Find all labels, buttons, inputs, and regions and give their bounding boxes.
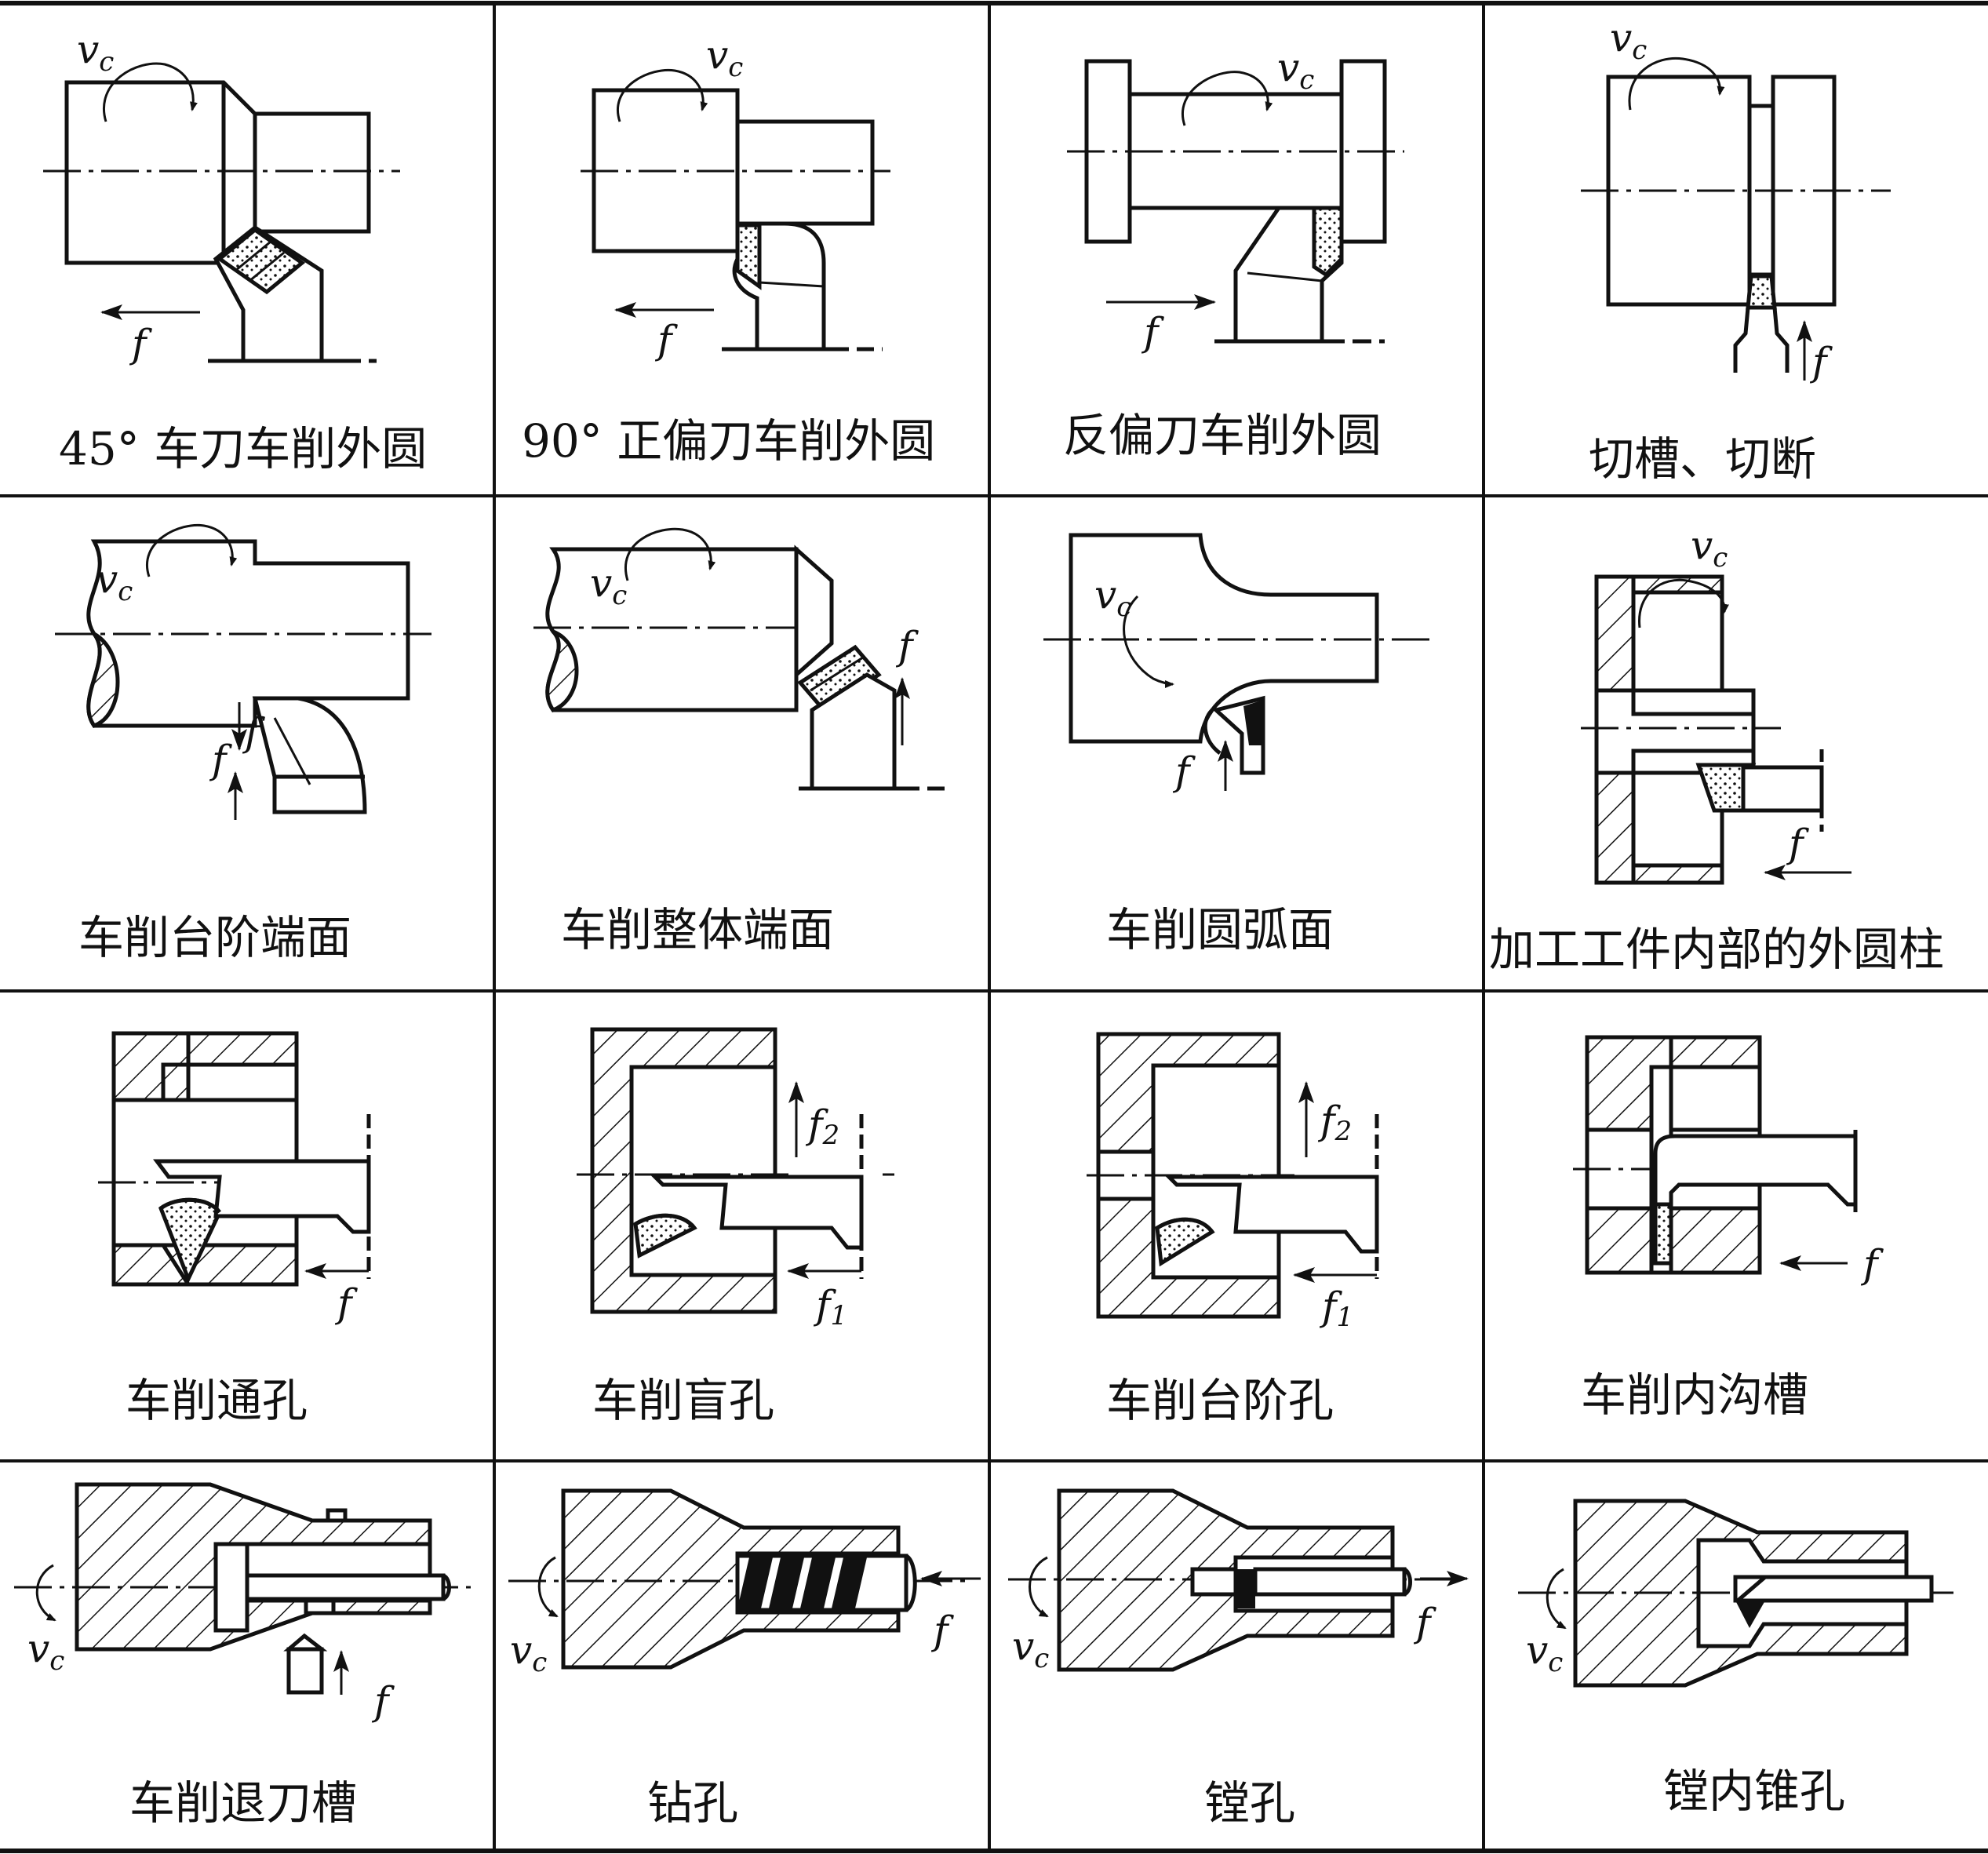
vc-label: vc xyxy=(706,32,743,83)
rotation-arrow-icon xyxy=(103,62,198,122)
rotation-arrow-icon xyxy=(624,527,716,581)
cutting-tool xyxy=(1214,206,1385,344)
vc-label: vc xyxy=(510,1627,547,1678)
caption: 镗内锥孔 xyxy=(1663,1765,1845,1818)
workpiece xyxy=(1067,59,1404,244)
cutting-tool xyxy=(252,696,367,814)
rotation-arrow-icon xyxy=(1182,71,1273,126)
boring-bar xyxy=(213,1542,451,1633)
cell-grooving-parting: vc f 切槽、切断 xyxy=(1581,15,1891,486)
feed-label: f xyxy=(1413,1600,1436,1645)
caption: 反偏刀车削外圆 xyxy=(1063,409,1382,462)
cell-through-hole-turning: f 车削通孔 xyxy=(98,1031,371,1427)
vc-label: vc xyxy=(96,556,133,607)
rotation-arrow-icon xyxy=(1123,595,1174,688)
f2-label: f2 xyxy=(805,1102,839,1151)
workpiece xyxy=(1581,75,1891,307)
feed-label: f xyxy=(1141,309,1164,355)
feed-label: f xyxy=(1786,821,1809,866)
cell-whole-end-face-turning: vc f 车削整体端面 xyxy=(533,527,949,956)
cell-90-tool-external-turning: vc f 90° 正偏刀车削外圆 xyxy=(522,32,935,468)
workpiece xyxy=(43,80,400,265)
caption: 车削台阶端面 xyxy=(78,911,351,964)
cell-45-tool-external-turning: vc f 45° 车刀车削外圆 xyxy=(43,27,427,475)
feed-label: f xyxy=(334,1280,358,1326)
rotation-arrow-icon xyxy=(1546,1568,1567,1630)
rotation-arrow-icon xyxy=(617,68,708,122)
drill-bit xyxy=(735,1553,917,1612)
vc-label: vc xyxy=(1094,572,1131,623)
caption: 车削通孔 xyxy=(126,1374,308,1427)
cutting-tool xyxy=(794,545,949,791)
boring-tool xyxy=(633,1114,894,1279)
grooving-tool xyxy=(1653,1130,1858,1266)
rotation-arrow-icon xyxy=(1029,1556,1049,1618)
cell-drilling: vc f 钻孔 xyxy=(508,1488,981,1830)
cell-internal-taper-boring: vc 镗内锥孔 xyxy=(1518,1499,1953,1818)
boring-bar xyxy=(1733,1575,1934,1628)
feed-label: f xyxy=(895,623,919,668)
feed-label: f xyxy=(930,1608,954,1653)
cutting-tool xyxy=(1695,749,1824,832)
caption: 车削台阶孔 xyxy=(1106,1374,1334,1427)
vc-label: vc xyxy=(27,1626,64,1677)
caption: 加工工件内部的外圆柱 xyxy=(1489,923,1944,976)
workpiece xyxy=(533,547,824,713)
cutting-tool xyxy=(722,221,883,351)
rotation-arrow-icon xyxy=(537,1556,559,1618)
boring-tool xyxy=(153,1114,371,1284)
feed-label-left: f xyxy=(209,737,232,782)
caption: 45° 车刀车削外圆 xyxy=(59,422,427,475)
vc-label: vc xyxy=(1012,1623,1049,1674)
workpiece xyxy=(1581,574,1781,885)
cell-step-face-turning: vc f f 车削台阶端面 xyxy=(55,523,431,964)
vc-label: vc xyxy=(1277,45,1314,96)
rotation-arrow-icon xyxy=(35,1564,56,1622)
caption: 切槽、切断 xyxy=(1589,432,1816,486)
cell-internal-outer-cylinder: vc f 加工工件内部的外圆柱 xyxy=(1489,523,1944,976)
rotation-arrow-icon xyxy=(146,523,238,577)
cell-blind-hole-turning: f2 f1 车削盲孔 xyxy=(577,1027,894,1427)
boring-tool xyxy=(1155,1114,1379,1279)
feed-label: f xyxy=(129,321,152,366)
cutting-tool xyxy=(208,224,377,363)
feed-label: f xyxy=(1860,1241,1884,1287)
caption: 钻孔 xyxy=(647,1776,738,1830)
caption: 车削圆弧面 xyxy=(1106,903,1334,956)
cell-stepped-hole-turning: f2 f1 车削台阶孔 xyxy=(1087,1032,1379,1427)
vc-label: vc xyxy=(1526,1627,1563,1678)
caption: 镗孔 xyxy=(1204,1776,1295,1830)
cell-undercut-groove-turning: vc f 车削退刀槽 xyxy=(14,1482,479,1830)
vc-label: vc xyxy=(1610,15,1647,66)
cell-internal-groove-turning: f 车削内沟槽 xyxy=(1573,1035,1884,1422)
boring-bar xyxy=(1190,1567,1412,1608)
cutting-tool xyxy=(283,1633,328,1695)
rotation-arrow-icon xyxy=(1628,56,1725,111)
rotation-arrow-icon xyxy=(1638,578,1729,628)
caption: 车削内沟槽 xyxy=(1581,1368,1808,1422)
feed-label: f xyxy=(371,1678,395,1724)
vc-label: vc xyxy=(590,560,627,611)
feed-label: f xyxy=(654,317,678,362)
caption: 车削盲孔 xyxy=(592,1374,774,1427)
parting-tool xyxy=(1733,274,1790,373)
caption: 车削退刀槽 xyxy=(129,1776,357,1830)
feed-label: f xyxy=(1172,749,1196,794)
f1-label: f1 xyxy=(813,1282,847,1331)
cell-reverse-tool-external-turning: vc f 反偏刀车削外圆 xyxy=(1063,45,1404,462)
form-tool xyxy=(1203,695,1265,775)
vc-label: vc xyxy=(77,27,114,78)
cell-arc-surface-turning: vc f 车削圆弧面 xyxy=(1043,533,1432,956)
workpiece xyxy=(55,539,431,729)
caption: 车削整体端面 xyxy=(561,903,834,956)
f1-label: f1 xyxy=(1319,1284,1353,1333)
cell-boring: vc f 镗孔 xyxy=(1008,1488,1469,1830)
f2-label: f2 xyxy=(1317,1098,1352,1147)
workpiece xyxy=(577,1027,792,1314)
vc-label: vc xyxy=(1691,523,1728,574)
caption: 90° 正偏刀车削外圆 xyxy=(522,414,935,468)
feed-label: f xyxy=(1809,339,1833,384)
